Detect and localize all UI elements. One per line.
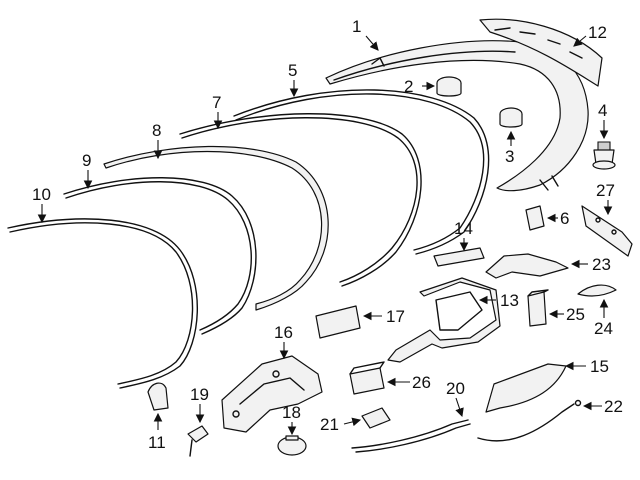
- callout-12: 12: [588, 23, 607, 42]
- callout-24: 24: [594, 319, 613, 338]
- part-22-cable: [477, 399, 582, 442]
- part-6-bracket: [525, 205, 545, 231]
- callout-26: 26: [412, 373, 431, 392]
- leader-1: [365, 35, 379, 51]
- leader-lines: [37, 35, 613, 436]
- callout-labels: 1 2 3 4 5 6 7 8 9 10 11 12 13 14 15 16 1…: [32, 17, 623, 452]
- callout-5: 5: [288, 61, 297, 80]
- callout-7: 7: [212, 93, 221, 112]
- leader-12: [573, 35, 587, 47]
- part-11-clip: [147, 382, 169, 411]
- part-9-seal: [63, 177, 257, 335]
- callout-20: 20: [446, 379, 465, 398]
- callout-2: 2: [404, 77, 413, 96]
- part-25-block: [527, 289, 549, 327]
- callout-22: 22: [604, 397, 623, 416]
- part-20-rod: [351, 419, 471, 453]
- callout-13: 13: [500, 291, 519, 310]
- callout-18: 18: [282, 403, 301, 422]
- callout-15: 15: [590, 357, 609, 376]
- callout-19: 19: [190, 385, 209, 404]
- callout-3: 3: [505, 147, 514, 166]
- part-14-pad: [433, 247, 485, 267]
- part-26-clip: [349, 361, 385, 395]
- part-13-frame: [387, 277, 501, 363]
- part-18-knob: [277, 435, 307, 456]
- part-4-grommet: [592, 141, 616, 170]
- callout-1: 1: [352, 17, 361, 36]
- part-24-pad: [577, 284, 617, 297]
- part-8-seal: [103, 145, 329, 311]
- leader-20: [455, 397, 464, 418]
- callout-6: 6: [560, 209, 569, 228]
- part-21-bracket: [361, 407, 391, 429]
- part-17-pad: [315, 305, 361, 339]
- part-2-plug: [436, 76, 462, 97]
- callout-23: 23: [592, 255, 611, 274]
- part-16-bracket: [221, 355, 323, 433]
- callout-21: 21: [320, 415, 339, 434]
- callout-4: 4: [598, 101, 607, 120]
- callout-11: 11: [148, 433, 166, 452]
- part-3-cap: [499, 107, 523, 128]
- part-7-seal: [179, 113, 422, 287]
- callout-14: 14: [454, 219, 473, 238]
- leader-21: [343, 417, 362, 427]
- part-23-bracket: [485, 253, 569, 279]
- part-19-pin: [187, 425, 209, 457]
- callout-16: 16: [274, 323, 293, 342]
- part-12-trim-strip: [479, 18, 603, 87]
- callout-27: 27: [596, 181, 615, 200]
- callout-17: 17: [386, 307, 405, 326]
- part-15-panel: [485, 363, 567, 413]
- part-1-cover-panel: [325, 40, 589, 192]
- part-5-seal: [233, 89, 490, 255]
- callout-25: 25: [566, 305, 585, 324]
- callout-10: 10: [32, 185, 51, 204]
- callout-8: 8: [152, 121, 161, 140]
- callout-9: 9: [82, 151, 91, 170]
- part-10-seal: [7, 218, 198, 389]
- part-27-bracket: [581, 205, 633, 257]
